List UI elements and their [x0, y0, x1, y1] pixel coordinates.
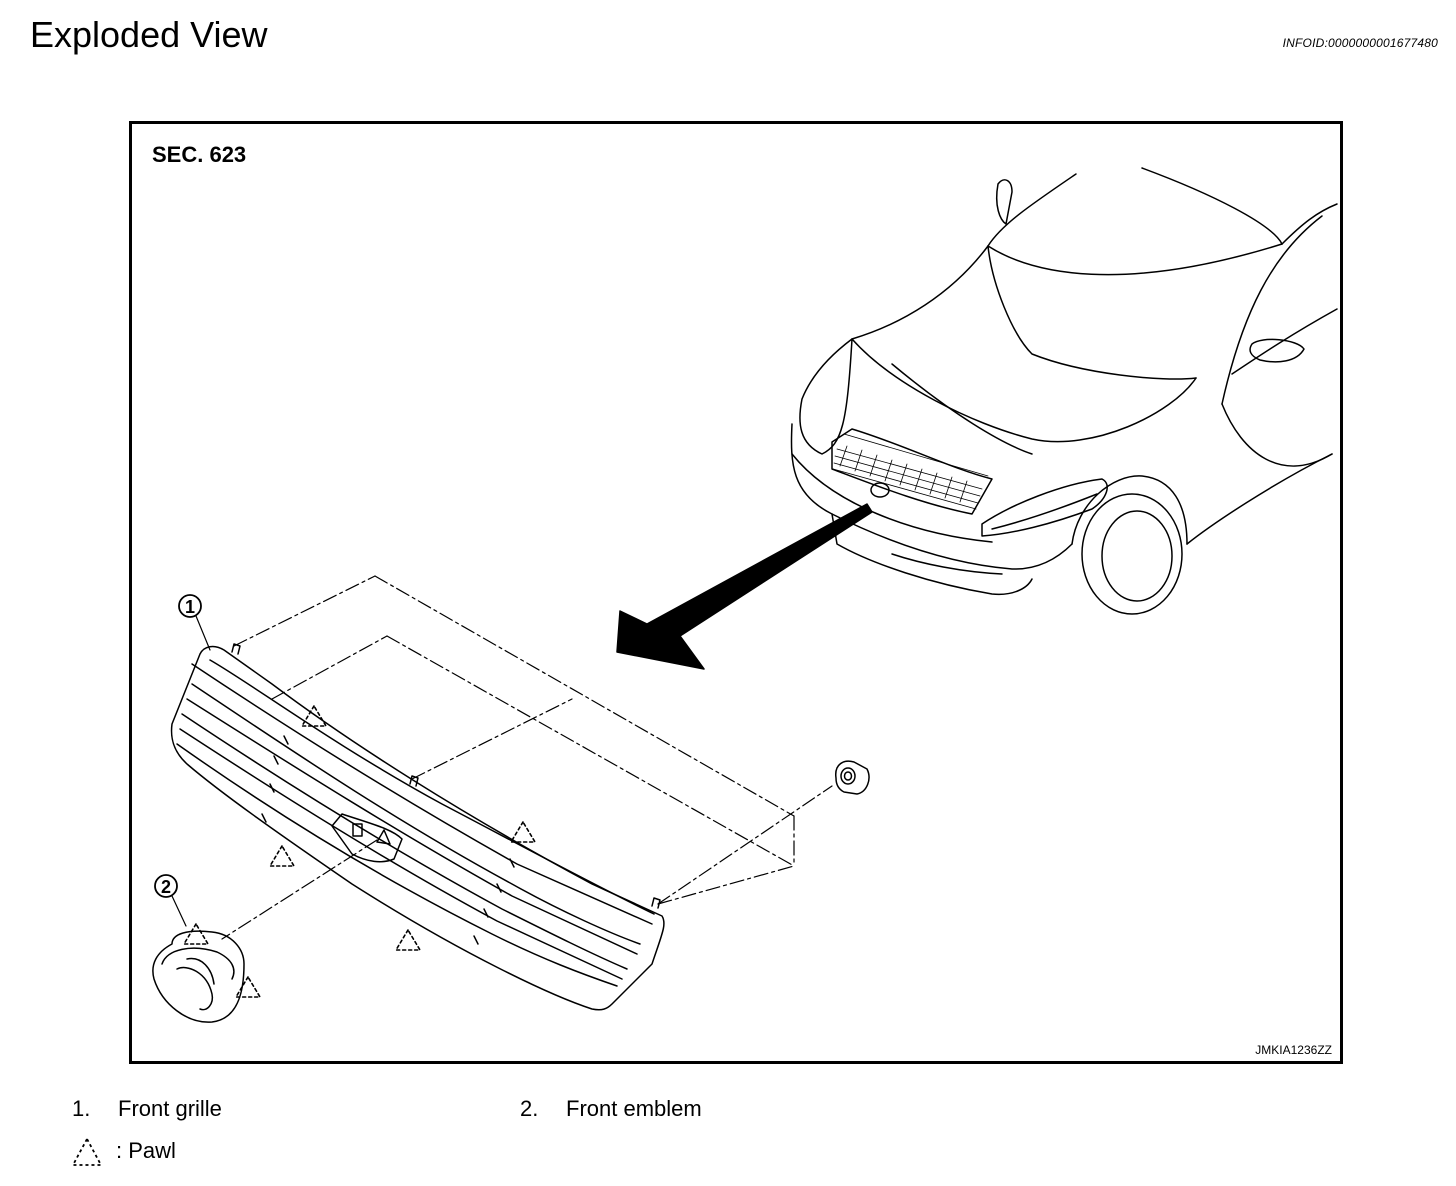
- callout-1: 1: [178, 594, 211, 651]
- callout-2-label: 2: [161, 877, 171, 897]
- pawl-triangle-icon: [235, 976, 261, 998]
- pawl-triangle-icon: [510, 821, 536, 843]
- legend-item-number: 2.: [520, 1096, 539, 1121]
- pawl-triangle-icon: [269, 845, 295, 867]
- projection-lines: [221, 575, 833, 940]
- callout-1-label: 1: [185, 597, 195, 617]
- info-id: INFOID:0000000001677480: [1282, 36, 1438, 50]
- direction-arrow: [616, 503, 873, 670]
- figure-frame: SEC. 623: [129, 121, 1343, 1064]
- front-emblem-illustration: [152, 930, 245, 1023]
- pawl-triangle-icon: [395, 929, 421, 951]
- exploded-diagram: 1 2: [152, 167, 1338, 1023]
- legend-item-label: Front emblem: [566, 1096, 702, 1121]
- pawl-markers: [183, 705, 536, 998]
- front-grille-illustration: [170, 643, 665, 1011]
- pawl-triangle-icon: [301, 705, 327, 727]
- callout-2: 2: [154, 874, 187, 927]
- page-title: Exploded View: [30, 14, 268, 55]
- pawl-triangle-icon: [71, 1137, 103, 1166]
- section-label: SEC. 623: [152, 142, 247, 167]
- legend-symbol-label: : Pawl: [116, 1138, 176, 1163]
- legend-item-number: 1.: [72, 1096, 91, 1121]
- car-illustration: [790, 167, 1338, 615]
- figure-id: JMKIA1236ZZ: [1255, 1043, 1332, 1057]
- clip-nut-illustration: [835, 760, 870, 795]
- pawl-triangle-icon: [183, 923, 209, 945]
- legend-item-label: Front grille: [118, 1096, 222, 1121]
